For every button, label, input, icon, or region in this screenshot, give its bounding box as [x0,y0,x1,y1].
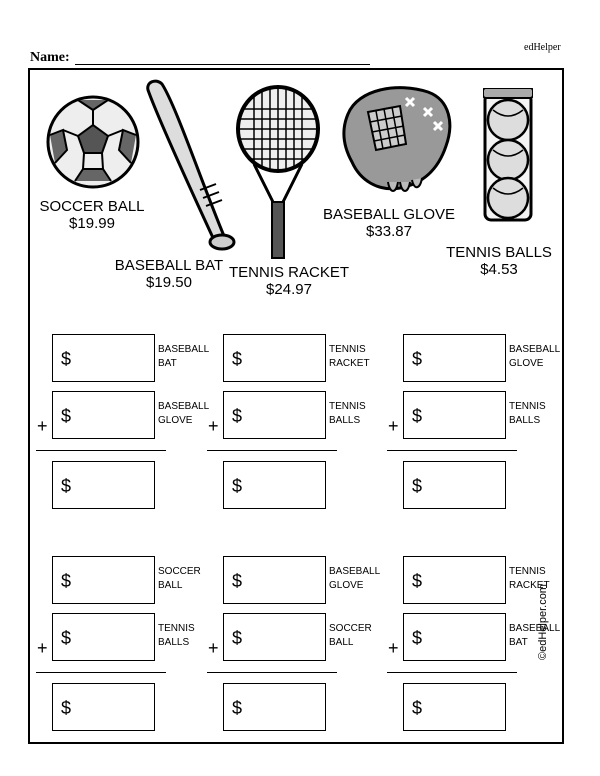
sum-line [207,672,337,673]
addend-bottom-box[interactable]: $ [223,613,326,661]
addend-bottom-box[interactable]: $ [223,391,326,439]
item-tag-top: BASEBALL BAT [158,344,210,369]
item-tag-top: BASEBALL GLOVE [509,344,561,369]
dollar-sign: $ [61,349,72,369]
addend-top-box[interactable]: $ [403,334,506,382]
item-label-soccer-ball: SOCCER BALL$19.99 [39,198,145,232]
item-label-baseball-glove: BASEBALL GLOVE$33.87 [322,206,456,240]
dollar-sign: $ [61,571,72,591]
dollar-sign: $ [232,476,243,496]
addend-top-box[interactable]: $ [52,556,155,604]
item-tag-bottom: TENNIS BALLS [329,401,366,426]
tennis-racket-icon [236,85,320,259]
addend-top-box[interactable]: $ [223,334,326,382]
name-field-line[interactable] [75,64,370,65]
item-tag-bottom: SOCCER BALL [329,623,372,648]
dollar-sign: $ [232,406,243,426]
sum-box[interactable]: $ [52,461,155,509]
sum-box[interactable]: $ [403,461,506,509]
dollar-sign: $ [412,628,423,648]
sum-box[interactable]: $ [223,683,326,731]
tennis-balls-icon [483,88,533,222]
plus-sign: + [37,638,48,658]
dollar-sign: $ [61,406,72,426]
dollar-sign: $ [412,406,423,426]
dollar-sign: $ [232,349,243,369]
addend-bottom-box[interactable]: $ [52,391,155,439]
baseball-glove-icon [342,86,452,192]
sum-box[interactable]: $ [403,683,506,731]
addend-top-box[interactable]: $ [223,556,326,604]
item-label-baseball-bat: BASEBALL BAT$19.50 [114,257,224,291]
item-tag-top: TENNIS RACKET [509,566,550,591]
worksheet-frame [28,68,564,744]
sum-box[interactable]: $ [223,461,326,509]
item-label-tennis-balls: TENNIS BALLS$4.53 [446,244,552,278]
dollar-sign: $ [412,349,423,369]
dollar-sign: $ [232,698,243,718]
plus-sign: + [388,416,399,436]
sum-line [387,672,517,673]
plus-sign: + [208,416,219,436]
addend-bottom-box[interactable]: $ [403,391,506,439]
addend-bottom-box[interactable]: $ [52,613,155,661]
item-tag-top: BASEBALL GLOVE [329,566,381,591]
item-tag-bottom: TENNIS BALLS [158,623,195,648]
dollar-sign: $ [412,571,423,591]
copyright-text: ©edHelper.com [537,584,549,660]
sum-line [36,672,166,673]
item-tag-top: SOCCER BALL [158,566,201,591]
sum-line [207,450,337,451]
sum-line [387,450,517,451]
item-tag-bottom: TENNIS BALLS [509,401,546,426]
item-tag-bottom: BASEBALL BAT [509,623,561,648]
dollar-sign: $ [61,628,72,648]
sum-line [36,450,166,451]
addend-top-box[interactable]: $ [403,556,506,604]
dollar-sign: $ [232,571,243,591]
addend-top-box[interactable]: $ [52,334,155,382]
item-tag-bottom: BASEBALL GLOVE [158,401,210,426]
baseball-bat-icon [146,79,236,251]
plus-sign: + [37,416,48,436]
sum-box[interactable]: $ [52,683,155,731]
plus-sign: + [208,638,219,658]
dollar-sign: $ [61,698,72,718]
dollar-sign: $ [412,476,423,496]
plus-sign: + [388,638,399,658]
soccer-ball-icon [46,95,140,189]
brand-label: edHelper [524,42,561,53]
item-label-tennis-racket: TENNIS RACKET$24.97 [228,264,350,298]
addend-bottom-box[interactable]: $ [403,613,506,661]
dollar-sign: $ [232,628,243,648]
name-label: Name: [30,50,70,65]
dollar-sign: $ [412,698,423,718]
dollar-sign: $ [61,476,72,496]
item-tag-top: TENNIS RACKET [329,344,370,369]
